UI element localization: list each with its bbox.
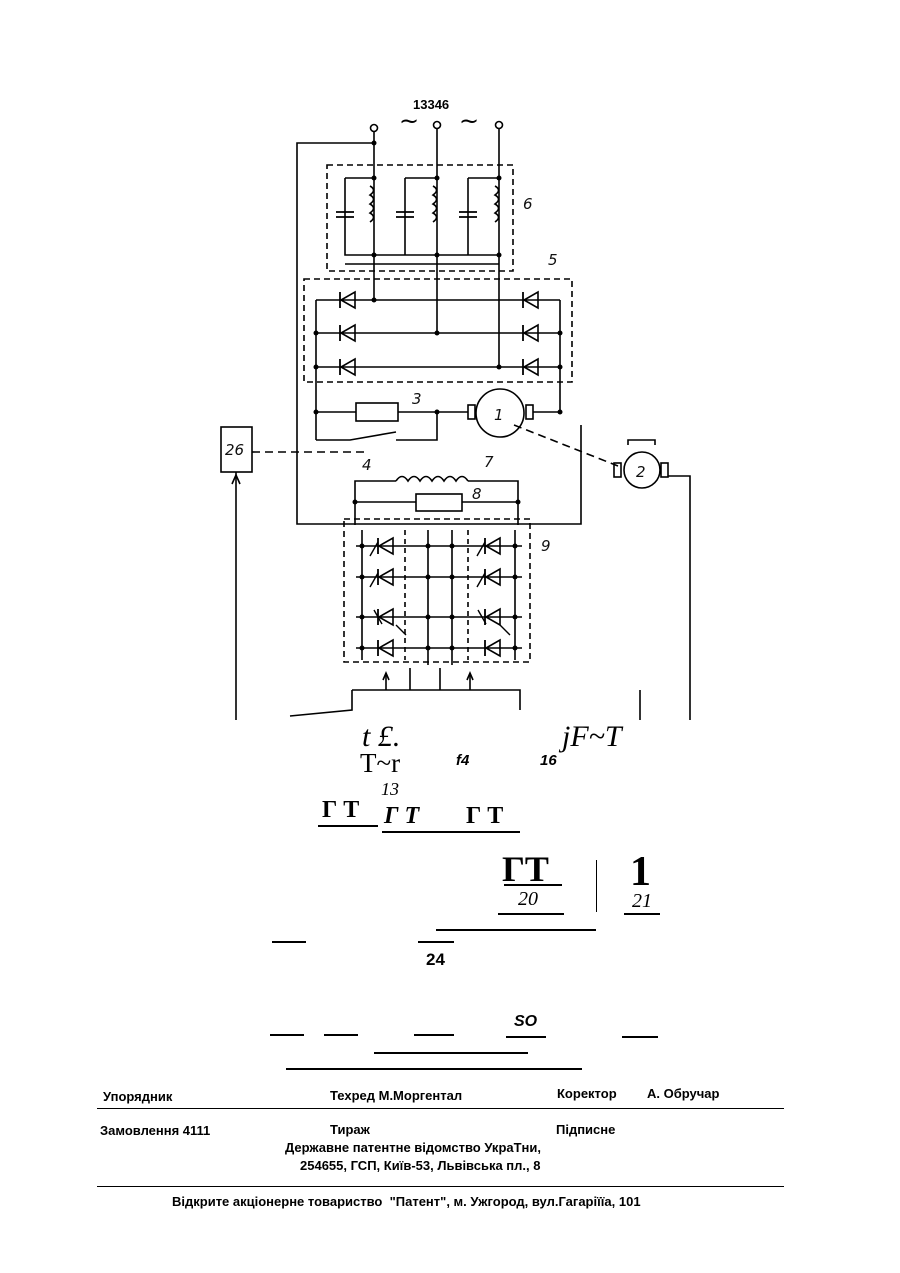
fragment-3: f4 <box>456 752 469 769</box>
label-8: 8 <box>472 485 482 503</box>
fragment-6: 13 <box>381 779 399 800</box>
label-9: 9 <box>541 537 551 555</box>
corrector-name: А. Обручар <box>647 1086 719 1101</box>
underline-14 <box>374 1052 528 1054</box>
underline-9 <box>270 1034 304 1036</box>
fragment-9: Г Т <box>466 803 503 830</box>
fragment-4: 16 <box>540 752 557 769</box>
resistor-8 <box>416 494 462 511</box>
label-7: 7 <box>484 453 494 471</box>
fragment-13: 21 <box>632 890 652 913</box>
underline-6 <box>436 929 596 931</box>
fragment-2: T~r <box>360 748 400 779</box>
underline-4 <box>498 913 564 915</box>
underline-10 <box>324 1034 358 1036</box>
supply-terminal-2 <box>434 122 441 129</box>
compiler-label: Упорядник <box>103 1089 172 1104</box>
fragment-8: Г Т <box>384 803 419 830</box>
vertical-bar <box>596 860 597 912</box>
ac-symbol-1: ~ <box>399 107 419 135</box>
resistor-3 <box>356 403 398 421</box>
label-3: 3 <box>412 390 422 408</box>
label-5: 5 <box>548 251 558 269</box>
underline-8 <box>418 941 454 943</box>
label-26: 26 <box>225 441 244 459</box>
supply-terminal-1 <box>371 125 378 132</box>
footer-divider-1 <box>97 1108 784 1109</box>
supply-terminal-3 <box>496 122 503 129</box>
fragment-5: jF~T <box>562 720 622 754</box>
circuit-diagram: 13346 ~ ~ 6 5 3 1 4 7 8 9 26 2 <box>0 0 900 720</box>
fragment-7: Г Т <box>322 797 359 824</box>
techred-credit: Техред М.Моргентал <box>330 1088 462 1103</box>
underline-12 <box>506 1036 546 1038</box>
ac-symbol-2: ~ <box>459 107 479 135</box>
fragment-14: 24 <box>426 950 445 970</box>
fragment-11: 1 <box>630 848 651 896</box>
office-line-1: Державне патентне відомство УкраТни, <box>285 1140 541 1155</box>
underline-13 <box>622 1036 658 1038</box>
circulation-label: Тираж <box>330 1122 370 1137</box>
label-6: 6 <box>523 195 533 213</box>
underline-11 <box>414 1034 454 1036</box>
signed-label: Підписне <box>556 1122 615 1137</box>
order-number: Замовлення 4111 <box>100 1123 210 1138</box>
label-1: 1 <box>494 406 504 424</box>
corrector-label: Коректор <box>557 1086 617 1101</box>
underline-5 <box>624 913 660 915</box>
thyristor-block-9 <box>344 519 530 662</box>
office-line-2: 254655, ГСП, Київ-53, Львівська пл., 8 <box>300 1158 540 1173</box>
publisher-line: Відкрите акціонерне товариство "Патент",… <box>172 1194 641 1209</box>
fragment-12: 20 <box>518 888 538 911</box>
underline-2 <box>382 831 520 833</box>
footer-divider-2 <box>97 1186 784 1187</box>
label-2: 2 <box>636 463 646 481</box>
underline-3 <box>504 884 562 886</box>
fragment-15: SO <box>514 1013 537 1031</box>
coil-7 <box>396 477 468 482</box>
underline-7 <box>272 941 306 943</box>
underline-15 <box>286 1068 582 1070</box>
underline-1 <box>318 825 378 827</box>
label-4: 4 <box>362 456 372 474</box>
